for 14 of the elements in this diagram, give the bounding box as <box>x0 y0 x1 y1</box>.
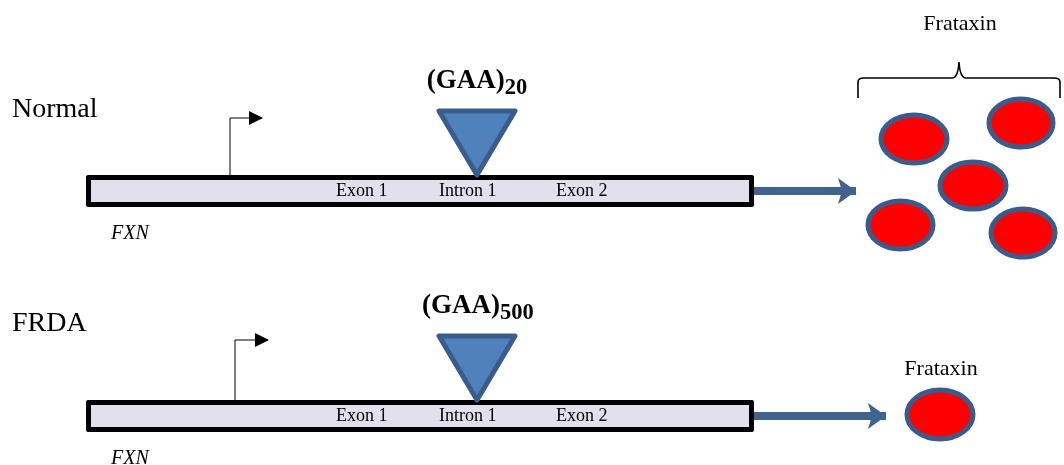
protein-label: Frataxin <box>903 355 979 381</box>
intron-label: Intron 1 <box>439 179 497 201</box>
protein-label: Frataxin <box>922 10 998 36</box>
exon-label: Exon 1 <box>336 179 388 201</box>
repeat-label: (GAA)$_{20}$ <box>425 63 529 102</box>
repeat-label: (GAA)$_{500}$ <box>422 288 532 327</box>
exon-label: Exon 2 <box>556 404 608 426</box>
condition-label: Normal <box>12 92 98 124</box>
intron-label: Intron 1 <box>439 404 497 426</box>
exon-label: Exon 1 <box>336 404 388 426</box>
exon-label: Exon 2 <box>556 179 608 201</box>
condition-label: FRDA <box>12 306 87 338</box>
gene-name: FXN <box>111 445 149 465</box>
gene-name: FXN <box>111 220 149 244</box>
